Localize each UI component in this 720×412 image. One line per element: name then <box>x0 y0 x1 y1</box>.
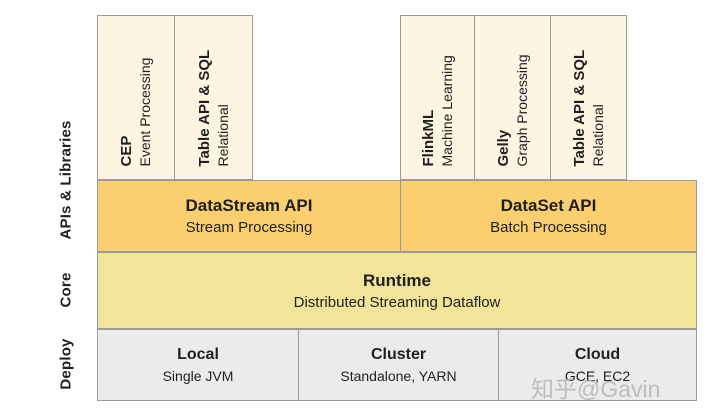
dataset-api-cell: DataSet API Batch Processing <box>400 181 696 251</box>
deploy-cloud-cell: Cloud GCE, EC2 <box>498 330 696 400</box>
datastream-api-title: DataStream API <box>185 196 313 215</box>
library-box-table-api-stream: Table API & SQL Relational <box>174 15 253 180</box>
library-box-flinkml: FlinkML Machine Learning <box>400 15 475 180</box>
library-box-table-api-batch: Table API & SQL Relational <box>550 15 627 180</box>
zhihu-watermark: 知乎@Gavin <box>531 376 661 402</box>
library-subtitle: Relational <box>214 103 231 166</box>
api-layer-band: DataStream API Stream Processing DataSet… <box>97 180 697 252</box>
library-box-cep: CEP Event Processing <box>97 15 175 180</box>
section-label-apis-libraries: APIs & Libraries <box>57 120 75 240</box>
deploy-local-cell: Local Single JVM <box>98 330 298 400</box>
library-title: CEP <box>118 135 135 166</box>
library-title: Table API & SQL <box>570 49 588 166</box>
library-title: Table API & SQL <box>195 49 213 166</box>
library-title: FlinkML <box>419 109 437 166</box>
library-box-gelly: Gelly Graph Processing <box>474 15 551 180</box>
runtime-cell: Runtime Distributed Streaming Dataflow <box>98 253 696 328</box>
library-subtitle: Event Processing <box>137 57 153 166</box>
runtime-title: Runtime <box>363 270 431 290</box>
section-label-core: Core <box>57 272 75 308</box>
datastream-api-subtitle: Stream Processing <box>185 219 313 236</box>
deploy-local-title: Local <box>177 346 219 363</box>
section-label-deploy: Deploy <box>57 338 75 390</box>
datastream-api-cell: DataStream API Stream Processing <box>98 181 400 251</box>
deploy-cluster-title: Cluster <box>370 346 427 363</box>
deploy-cloud-title: Cloud <box>574 346 621 363</box>
library-subtitle: Relational <box>589 103 606 166</box>
dataset-api-title: DataSet API <box>500 196 597 215</box>
library-subtitle: Graph Processing <box>513 53 530 166</box>
deploy-cluster-cell: Cluster Standalone, YARN <box>298 330 498 400</box>
dataset-api-subtitle: Batch Processing <box>490 219 607 236</box>
core-layer-band: Runtime Distributed Streaming Dataflow <box>97 252 697 329</box>
library-title: Gelly <box>494 129 512 166</box>
deploy-layer-band: Local Single JVM Cluster Standalone, YAR… <box>97 329 697 401</box>
deploy-cluster-subtitle: Standalone, YARN <box>340 368 457 384</box>
deploy-local-subtitle: Single JVM <box>162 368 234 384</box>
runtime-subtitle: Distributed Streaming Dataflow <box>293 293 501 311</box>
library-subtitle: Machine Learning <box>438 54 455 166</box>
deploy-cloud-subtitle: GCE, EC2 <box>564 368 631 384</box>
